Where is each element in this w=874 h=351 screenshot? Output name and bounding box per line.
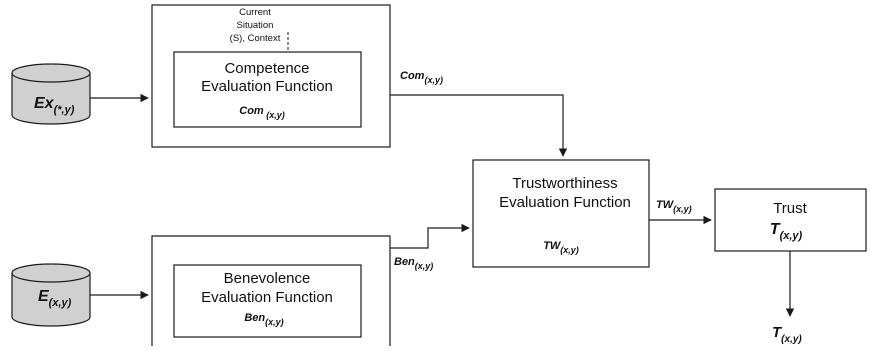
- trustworthiness-title-line2: Evaluation Function: [499, 194, 631, 211]
- trust-box: [714, 188, 867, 252]
- ben-edge-label: Ben(x,y): [394, 256, 433, 271]
- trust-output-label: T(x,y): [772, 324, 802, 345]
- trustworthiness-function-label: TW(x,y): [543, 240, 579, 255]
- benevolence-function-box: [173, 264, 362, 338]
- experience-database: Ex(*,y): [11, 63, 91, 125]
- competence-title-line2: Evaluation Function: [201, 78, 333, 95]
- context-line1: Current: [239, 7, 271, 18]
- com-edge-label: Com(x,y): [400, 70, 443, 85]
- trustworthiness-function-box: [472, 159, 650, 268]
- competence-to-trustworthiness-arrow: [390, 94, 568, 157]
- trust-title: Trust: [773, 200, 807, 217]
- benevolence-title-line2: Evaluation Function: [201, 289, 333, 306]
- context-line3: (S), Context: [230, 33, 281, 44]
- competence-title-line1: Competence: [224, 60, 309, 77]
- tw-edge-label: TW(x,y): [656, 199, 692, 214]
- context-line2: Situation: [237, 20, 274, 31]
- trustworthiness-title-line1: Trustworthiness: [512, 175, 617, 192]
- benevolence-function-label: Ben(x,y): [244, 312, 283, 327]
- competence-function-label: Com (x,y): [239, 105, 284, 120]
- experience-label: Ex(*,y): [34, 95, 75, 116]
- benevolence-to-trustworthiness-arrow: [390, 223, 470, 249]
- benevolence-outer-box: [151, 235, 391, 346]
- trust-function-label: T(x,y): [770, 221, 803, 242]
- benevolence-title-line1: Benevolence: [224, 270, 311, 287]
- evidence-label: E(x,y): [38, 288, 72, 309]
- evidence-database: E(x,y): [11, 263, 91, 327]
- competence-function-box: [173, 51, 362, 128]
